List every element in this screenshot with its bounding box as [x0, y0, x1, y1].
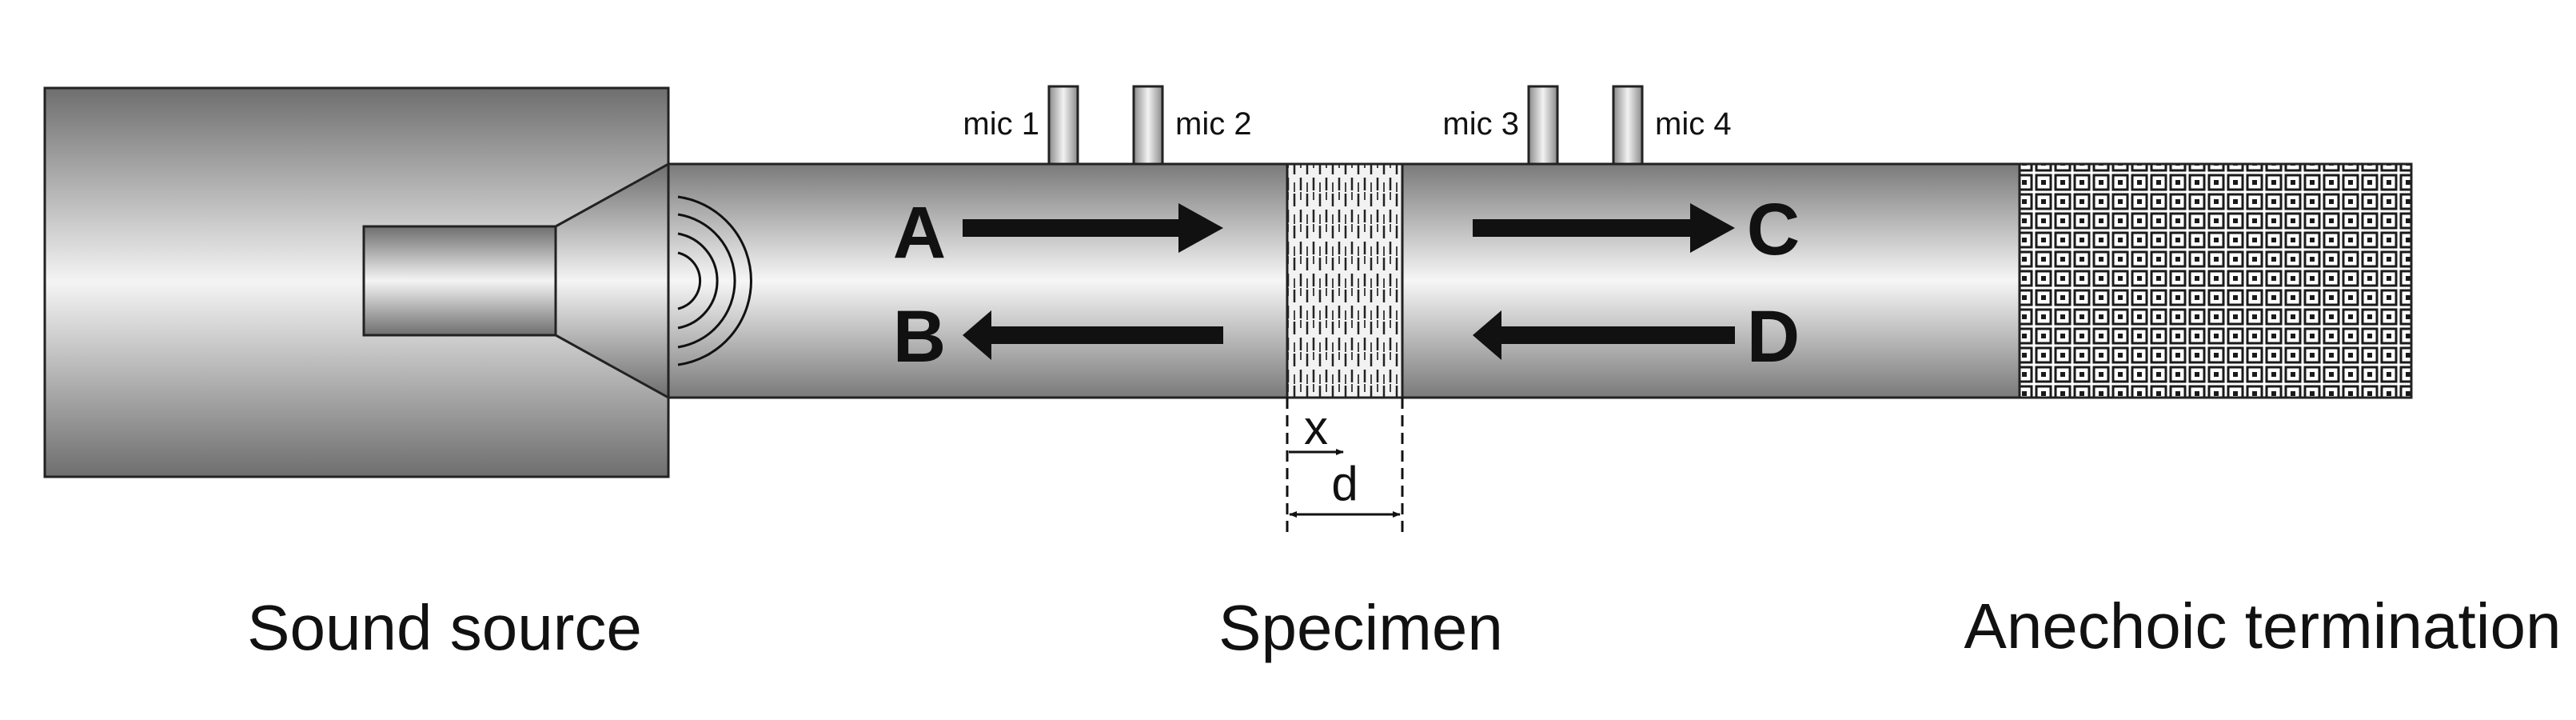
arrow-a-right [963, 203, 1223, 253]
wave-b-label: B [893, 296, 946, 378]
microphone-3: mic 3 [1442, 85, 1559, 166]
sound-wave-icon [677, 195, 752, 366]
specimen-block [1286, 162, 1404, 399]
x-dimension-label: x [1304, 401, 1328, 454]
loudspeaker-icon [362, 162, 670, 400]
specimen-dimension [1286, 398, 1404, 536]
wave-c-label: C [1747, 189, 1800, 270]
wave-d-label: D [1747, 296, 1800, 378]
microphone-1: mic 1 [963, 85, 1079, 166]
microphone-4: mic 4 [1612, 85, 1732, 166]
sound-source-caption: Sound source [247, 592, 642, 663]
mic-4-label: mic 4 [1655, 106, 1732, 142]
anechoic-termination-caption: Anechoic termination [1964, 590, 2561, 662]
arrow-b-left [963, 310, 1223, 360]
mic-1-label: mic 1 [963, 106, 1039, 142]
arrow-c-right [1473, 203, 1735, 253]
d-dimension-label: d [1331, 457, 1358, 510]
mic-2-label: mic 2 [1175, 106, 1252, 142]
specimen-caption: Specimen [1218, 592, 1503, 663]
mic-3-label: mic 3 [1442, 106, 1519, 142]
wave-a-label: A [893, 192, 946, 274]
arrow-d-left [1473, 310, 1735, 360]
microphone-2: mic 2 [1132, 85, 1252, 166]
anechoic-termination-block [2018, 162, 2413, 399]
